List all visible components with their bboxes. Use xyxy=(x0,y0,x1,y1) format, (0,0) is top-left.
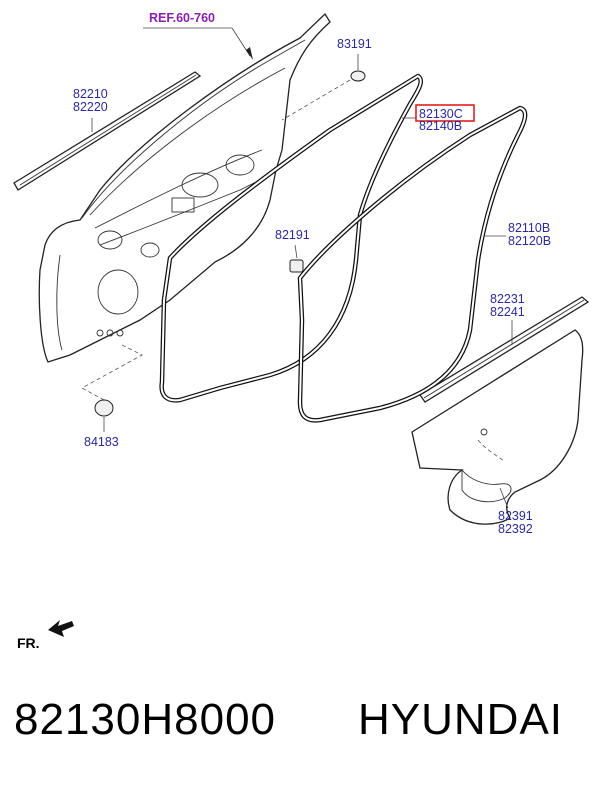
label-82130c: 82130C xyxy=(419,107,463,121)
leader-82191 xyxy=(294,244,298,259)
vapor-hole xyxy=(480,428,488,436)
vapor-barrier-shape xyxy=(411,329,584,525)
clip-82191-icon xyxy=(289,259,304,273)
plug-84183-icon xyxy=(94,399,114,417)
belt-strip-outer-line xyxy=(19,74,197,186)
door-hole-a xyxy=(140,242,160,258)
plug-83191-icon xyxy=(350,70,366,82)
label-82191: 82191 xyxy=(275,228,310,242)
door-outline xyxy=(38,12,331,363)
part-82130c[interactable]: 82130C 82140B xyxy=(159,73,475,403)
door-beam xyxy=(99,179,261,246)
part-number: 82130H8000 xyxy=(14,695,277,744)
label-82391: 82391 xyxy=(498,509,533,523)
door-upper-frame xyxy=(81,39,306,219)
vapor-dash xyxy=(477,439,506,463)
label-82392: 82392 xyxy=(498,522,533,536)
label-82210: 82210 xyxy=(73,87,108,101)
parts-diagram: REF.60-760 82210 82220 83191 xyxy=(13,11,590,651)
label-82120b: 82120B xyxy=(508,234,551,248)
belt-strip-outer[interactable]: 82210 82220 xyxy=(13,71,202,191)
brand-name: HYUNDAI xyxy=(358,695,564,744)
label-84183: 84183 xyxy=(84,435,119,449)
leader-82391 xyxy=(499,487,509,509)
door-seal-82110b-core xyxy=(299,107,526,422)
fr-label: FR. xyxy=(17,635,40,651)
door-handle-cutout xyxy=(181,172,219,198)
ref-callout[interactable]: REF.60-760 xyxy=(143,11,253,60)
door-bracket xyxy=(171,197,195,213)
door-latch-cutout xyxy=(225,154,255,176)
belt-strip-outer-shape xyxy=(13,71,202,191)
vapor-barrier-cutout xyxy=(461,468,512,503)
body-seal-82130c-core xyxy=(160,75,422,402)
label-82140b: 82140B xyxy=(419,119,462,133)
door-front-edge xyxy=(56,254,63,351)
door-plug-hole-3 xyxy=(116,329,124,337)
dash-83191 xyxy=(281,79,351,121)
door-plug-hole-2 xyxy=(106,329,114,337)
door-hole-b xyxy=(97,230,123,250)
front-direction: FR. xyxy=(17,620,74,651)
footer: 82130H8000 HYUNDAI xyxy=(0,695,600,775)
belt-strip-inner-line xyxy=(423,299,585,399)
part-82110b[interactable]: 82110B 82120B xyxy=(297,105,551,423)
dash-84183 xyxy=(81,344,143,401)
label-82241: 82241 xyxy=(490,305,525,319)
door-speaker-hole xyxy=(97,269,139,315)
label-82110b: 82110B xyxy=(508,221,550,235)
front-arrow-icon xyxy=(48,620,74,637)
door-plug-hole-1 xyxy=(96,329,104,337)
part-82191[interactable]: 82191 xyxy=(275,228,310,273)
ref-arrow-icon xyxy=(246,47,253,60)
label-83191: 83191 xyxy=(337,37,372,51)
label-82231: 82231 xyxy=(490,292,525,306)
door-belt-line xyxy=(94,149,263,229)
label-82220: 82220 xyxy=(73,100,108,114)
door-seal-82110b xyxy=(297,105,528,423)
part-84183[interactable]: 84183 xyxy=(81,344,143,449)
ref-label: REF.60-760 xyxy=(149,11,215,25)
part-82231[interactable]: 82231 82241 xyxy=(419,292,590,403)
part-82391[interactable]: 82391 82392 xyxy=(411,329,584,536)
part-83191[interactable]: 83191 xyxy=(281,37,372,121)
door-window-edge xyxy=(89,67,286,216)
door-inner-panel xyxy=(38,12,331,363)
belt-strip-inner-shape xyxy=(419,296,590,403)
highlight-box-82130c xyxy=(415,104,475,122)
